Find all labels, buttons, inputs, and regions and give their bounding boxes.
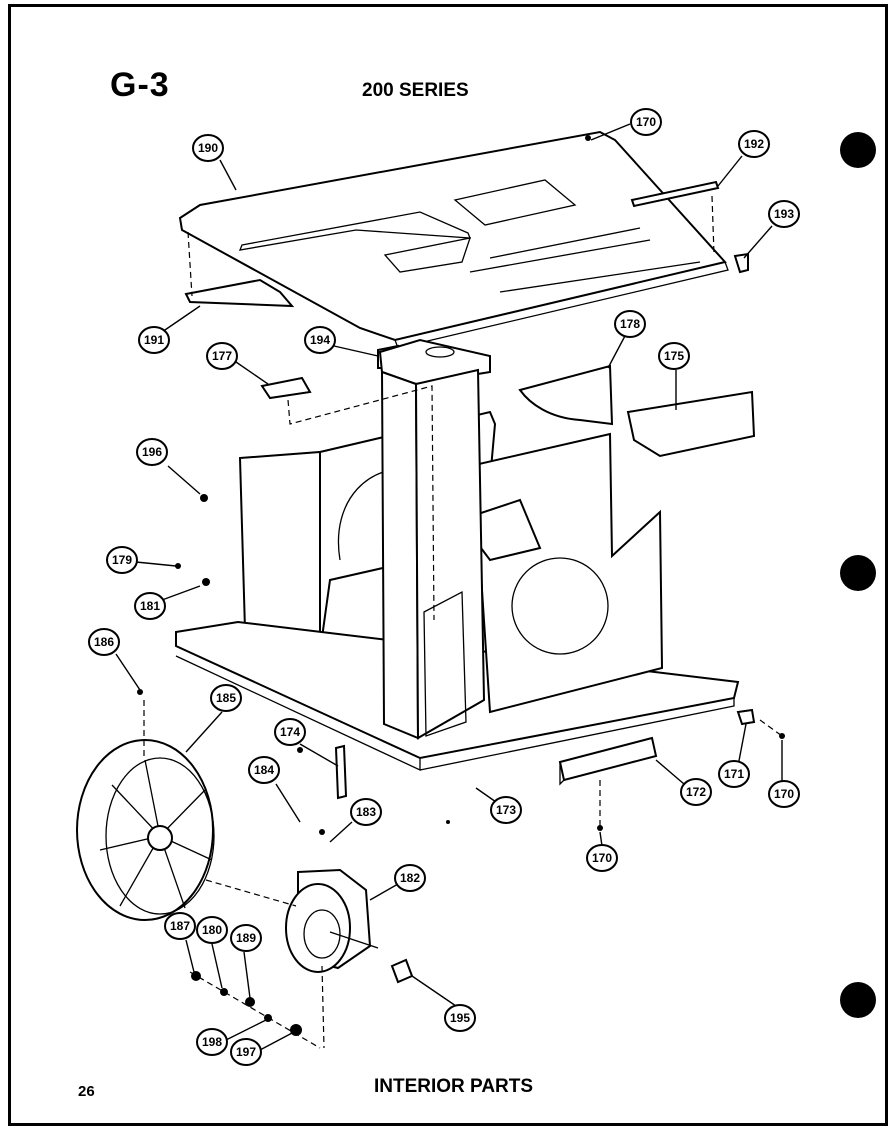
callout-label: 179 <box>112 553 132 567</box>
callout-group: 170 190 192 193 191 194 177 178 175 196 179 181 186 1… <box>88 108 800 1066</box>
callout-181: 181 <box>134 592 166 620</box>
callout-label: 197 <box>236 1045 256 1059</box>
motor-part <box>285 868 379 973</box>
page-number: 26 <box>78 1083 95 1100</box>
callout-171: 171 <box>718 760 750 788</box>
partition-part <box>378 338 491 740</box>
callout-197: 197 <box>230 1038 262 1066</box>
top-cover-part <box>178 130 729 349</box>
callout-label: 189 <box>236 931 256 945</box>
callout-label: 173 <box>496 803 516 817</box>
page-id: G-3 <box>110 66 170 104</box>
callout-187: 187 <box>164 912 196 940</box>
callout-190: 190 <box>192 134 224 162</box>
callout-label: 171 <box>724 767 744 781</box>
callout-178: 178 <box>614 310 646 338</box>
callout-label: 184 <box>254 763 274 777</box>
callout-194: 194 <box>304 326 336 354</box>
callout-label: 182 <box>400 871 420 885</box>
front-rail-part <box>558 736 658 786</box>
clip-part <box>390 958 414 984</box>
binder-hole-top <box>840 132 876 168</box>
callout-label: 185 <box>216 691 236 705</box>
callout-185: 185 <box>210 684 242 712</box>
callout-177: 177 <box>206 342 238 370</box>
callout-184: 184 <box>248 756 280 784</box>
callout-170: 170 <box>768 780 800 808</box>
callout-label: 170 <box>636 115 656 129</box>
callout-183: 183 <box>350 798 382 826</box>
binder-hole-middle <box>840 555 876 591</box>
series-title: 200 SERIES <box>362 80 469 101</box>
assembly-lines <box>143 195 783 1049</box>
callout-196: 196 <box>136 438 168 466</box>
callout-label: 195 <box>450 1011 470 1025</box>
callout-191: 191 <box>138 326 170 354</box>
callout-174: 174 <box>274 718 306 746</box>
callout-173: 173 <box>490 796 522 824</box>
callout-179: 179 <box>106 546 138 574</box>
callout-198: 198 <box>196 1028 228 1056</box>
fan-blade-part <box>76 739 215 921</box>
callout-label: 170 <box>592 851 612 865</box>
callout-label: 190 <box>198 141 218 155</box>
callout-label: 178 <box>620 317 640 331</box>
callout-label: 198 <box>202 1035 222 1049</box>
callout-label: 175 <box>664 349 684 363</box>
small-brackets <box>334 708 756 800</box>
page-border <box>8 4 888 1126</box>
callout-189: 189 <box>230 924 262 952</box>
callout-label: 194 <box>310 333 330 347</box>
callout-170: 170 <box>630 108 662 136</box>
callout-label: 191 <box>144 333 164 347</box>
callout-label: 192 <box>744 137 764 151</box>
callout-195: 195 <box>444 1004 476 1032</box>
callout-label: 181 <box>140 599 160 613</box>
binder-hole-bottom <box>840 982 876 1018</box>
callout-label: 177 <box>212 349 232 363</box>
callout-192: 192 <box>738 130 770 158</box>
leader-lines <box>115 123 783 1051</box>
callout-193: 193 <box>768 200 800 228</box>
callout-label: 170 <box>774 787 794 801</box>
callout-label: 196 <box>142 445 162 459</box>
callout-label: 183 <box>356 805 376 819</box>
callout-175: 175 <box>658 342 690 370</box>
callout-label: 180 <box>202 923 222 937</box>
callout-label: 193 <box>774 207 794 221</box>
callout-186: 186 <box>88 628 120 656</box>
callout-172: 172 <box>680 778 712 806</box>
callout-label: 172 <box>686 785 706 799</box>
callout-label: 174 <box>280 725 300 739</box>
callout-label: 186 <box>94 635 114 649</box>
callout-170: 170 <box>586 844 618 872</box>
footer-title: INTERIOR PARTS <box>374 1076 534 1097</box>
callout-182: 182 <box>394 864 426 892</box>
callout-label: 187 <box>170 919 190 933</box>
callout-180: 180 <box>196 916 228 944</box>
